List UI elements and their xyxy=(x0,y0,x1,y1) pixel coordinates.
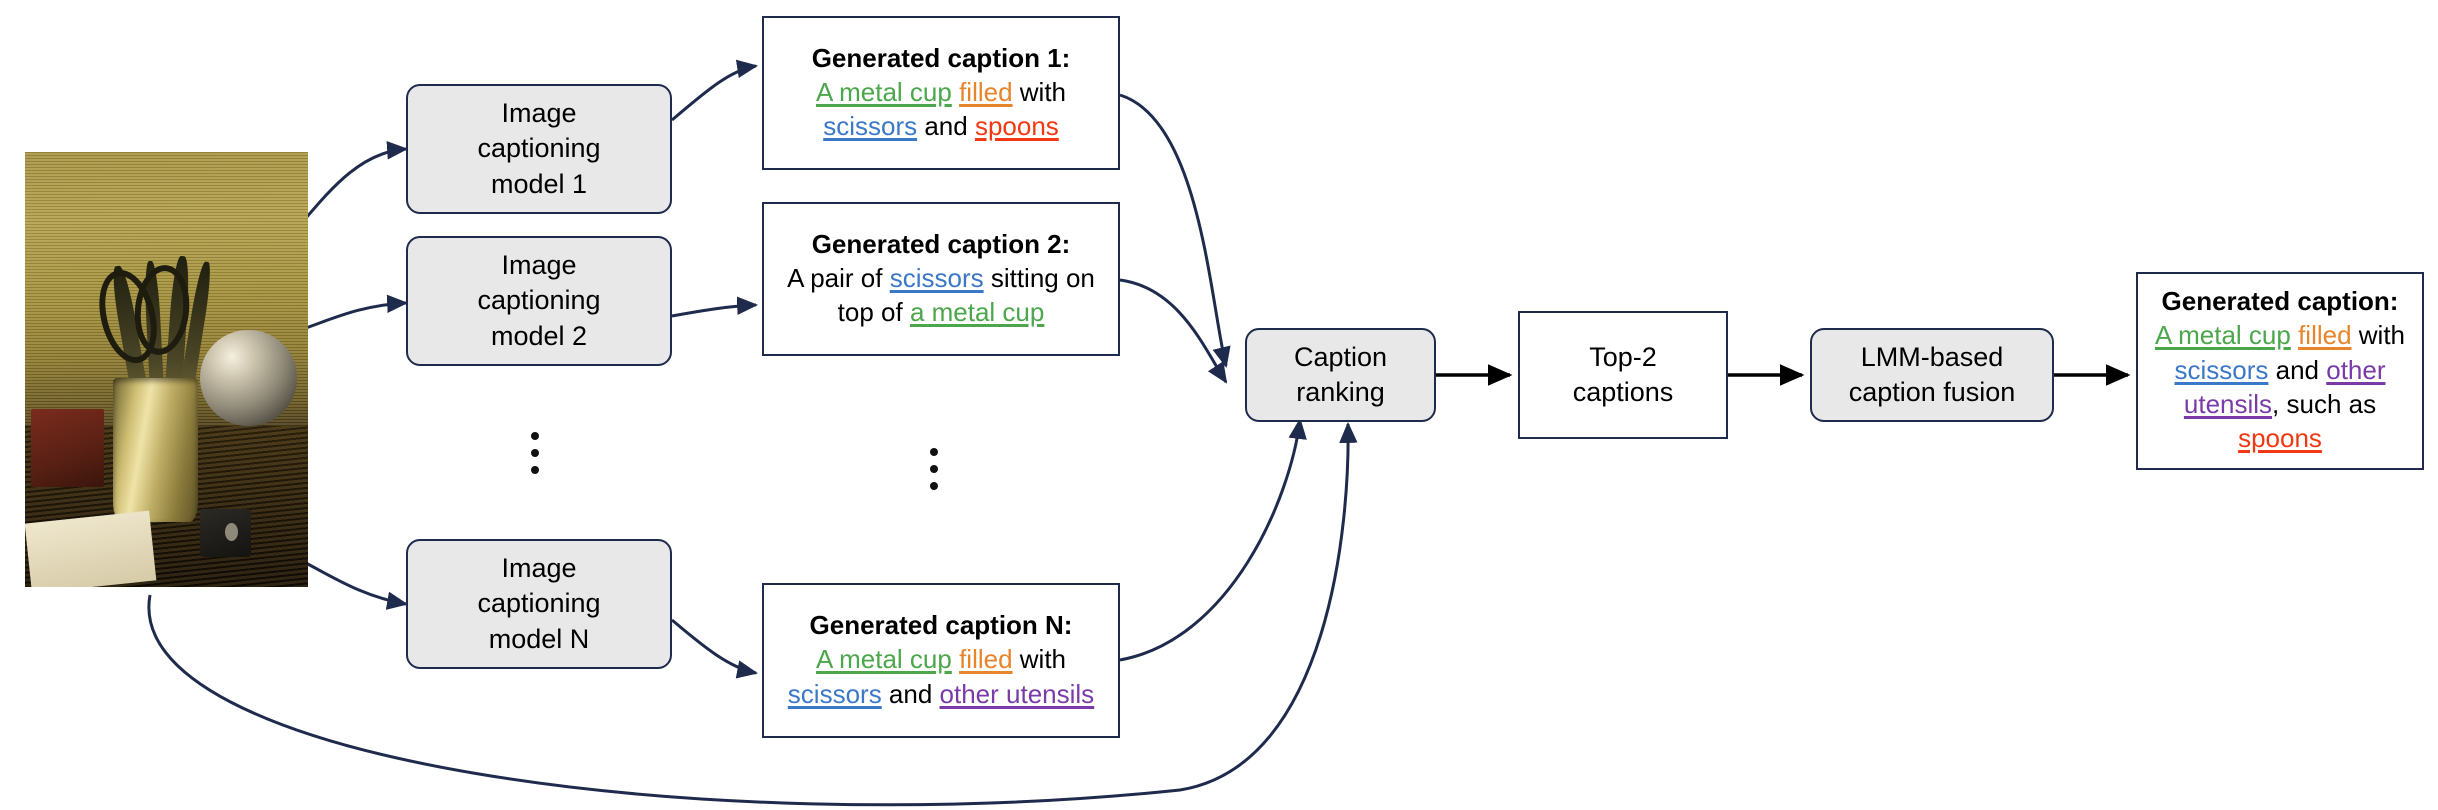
caption-token: other utensils xyxy=(2183,354,2386,419)
edge-model-n-to-caption-n xyxy=(671,618,759,679)
edge-image-to-model-2 xyxy=(299,294,409,332)
caption-token: scissors xyxy=(889,262,984,293)
caption-token: A metal cup xyxy=(815,76,952,107)
caption-token: and xyxy=(917,111,975,141)
caption-token: and xyxy=(881,678,940,709)
caption-1-title: Generated caption 1: xyxy=(811,42,1071,73)
generated-caption-2-box: Generated caption 2: A pair of scissors … xyxy=(762,202,1120,356)
caption-token: , such as xyxy=(2272,389,2377,419)
final-caption-title: Generated caption: xyxy=(2161,286,2399,317)
models-ellipsis-icon xyxy=(531,432,539,474)
captions-ellipsis-icon xyxy=(930,448,938,490)
photo-metal-cup xyxy=(112,378,198,522)
caption-token: sitting on top of xyxy=(837,262,1095,327)
edge-caption-1-to-ranking xyxy=(1119,93,1231,369)
edge-model-2-to-caption-2 xyxy=(671,296,759,318)
generated-caption-1-box: Generated caption 1: A metal cup filled … xyxy=(762,16,1120,170)
caption-token xyxy=(2291,320,2298,350)
caption-token: filled xyxy=(959,76,1013,107)
final-generated-caption-box: Generated caption: A metal cup filled wi… xyxy=(2136,272,2424,470)
generated-caption-n-box: Generated caption N: A metal cup filled … xyxy=(762,583,1120,738)
photo-metal-ball xyxy=(200,330,297,427)
edge-model-1-to-caption-1 xyxy=(671,59,759,122)
edge-image-to-model-1 xyxy=(298,141,409,226)
caption-token: spoons xyxy=(2238,423,2322,454)
caption-token: A metal cup xyxy=(815,644,952,675)
edge-caption-2-to-ranking xyxy=(1119,278,1228,384)
photo-book xyxy=(30,408,105,487)
caption-token: spoons xyxy=(974,111,1059,141)
final-caption-text: A metal cup filled with scissors and oth… xyxy=(2148,318,2412,455)
caption-token: with xyxy=(2351,320,2406,351)
caption-token: a metal cup xyxy=(909,297,1045,327)
edge-image-to-model-n xyxy=(299,558,409,610)
caption-n-text: A metal cup filled with scissors and oth… xyxy=(774,642,1108,711)
caption-token: filled xyxy=(959,644,1013,675)
caption-token: A metal cup xyxy=(2154,320,2291,351)
edge-caption-n-to-ranking xyxy=(1119,417,1307,662)
source-image xyxy=(25,152,308,587)
photo-paper xyxy=(25,511,156,587)
edge-image-to-ranking xyxy=(147,421,1358,807)
photo-gadget xyxy=(200,508,252,557)
caption-token: and xyxy=(2268,354,2327,385)
caption-token: other utensils xyxy=(939,678,1095,709)
caption-token: scissors xyxy=(2174,354,2269,385)
caption-token: scissors xyxy=(823,111,918,141)
caption-token: with xyxy=(1012,76,1067,107)
caption-token: with xyxy=(1012,644,1067,675)
caption-token xyxy=(952,77,959,107)
caption-n-title: Generated caption N: xyxy=(809,610,1073,641)
caption-token: A pair of xyxy=(787,262,890,293)
caption-2-title: Generated caption 2: xyxy=(811,228,1071,259)
caption-1-text: A metal cup filled with scissors and spo… xyxy=(774,75,1108,144)
caption-token: filled xyxy=(2298,320,2352,351)
caption-token xyxy=(952,644,959,674)
caption-token: scissors xyxy=(787,678,882,709)
caption-2-text: A pair of scissors sitting on top of a m… xyxy=(774,261,1108,330)
